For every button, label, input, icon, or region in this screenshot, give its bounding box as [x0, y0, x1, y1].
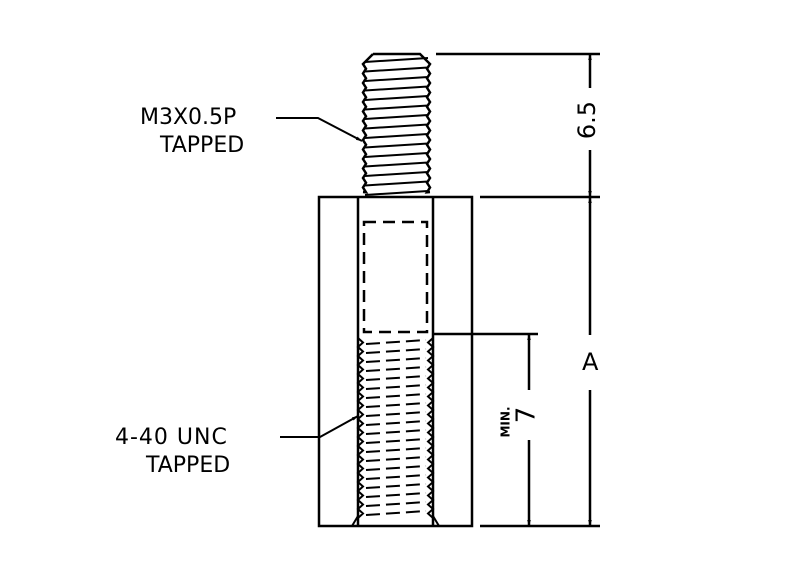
bore-chamfer-left [351, 515, 359, 527]
bore-thread-hidden-line [365, 339, 427, 345]
stud-thread-crest-line [364, 190, 429, 196]
stud-thread-crest-line [364, 57, 429, 63]
dim-6-5-text: 6.5 [573, 100, 602, 140]
bore-thread-hidden-line [365, 492, 427, 498]
dim-7-min-note: MIN. [498, 406, 513, 438]
bore-thread-label-line2: TAPPED [146, 453, 231, 478]
stud-thread-crest-line [364, 104, 429, 111]
stud-thread-crest-line [364, 66, 429, 73]
stud-thread-crest-line [364, 142, 429, 149]
bore-thread-hidden-line [365, 411, 427, 417]
stud-thread-right-profile [373, 52, 432, 194]
bore-thread-hidden-line [365, 510, 427, 516]
bore-thread [351, 337, 440, 527]
stud-thread-crest-line [364, 161, 429, 168]
stud-thread-crest-line [364, 76, 429, 82]
stud-thread-crest-line [364, 95, 429, 101]
stud-thread-crest-line [364, 171, 429, 177]
dim-a-text: A [582, 348, 599, 376]
bore-thread-hidden-line [365, 501, 427, 507]
stud-thread [361, 52, 432, 196]
bore-thread-hidden-line [365, 447, 427, 453]
stud-thread-label-line2: TAPPED [160, 133, 245, 158]
bore-thread-hidden-line [365, 483, 427, 489]
bore-thread-left-profile [356, 337, 365, 519]
stud-thread-crest-line [364, 152, 429, 158]
bore-thread-hidden-line [365, 357, 427, 363]
bore-thread-hidden-line [365, 366, 427, 372]
stud-thread-crest-line [364, 114, 429, 120]
leader-bore-thread [280, 415, 359, 438]
bore-thread-hidden-line [365, 393, 427, 399]
bore-chamfer-right [432, 515, 440, 527]
stud-thread-crest-line [364, 133, 429, 139]
stud-thread-label-line1: M3X0.5P [140, 105, 237, 130]
bore-thread-label-line1: 4-40 UNC [115, 425, 228, 450]
bore-thread-hidden-line [365, 384, 427, 390]
hidden-bore-outline [362, 220, 429, 334]
stud-thread-crest-line [364, 85, 429, 92]
bore-thread-hidden-line [365, 456, 427, 462]
bore-thread-hidden-line [365, 438, 427, 444]
bore-thread-hidden-line [365, 420, 427, 426]
bore-thread-right-profile [426, 337, 435, 519]
dim-7-text: 7 [511, 406, 542, 424]
standoff-body [317, 195, 474, 528]
bore-thread-hidden-line [365, 465, 427, 471]
stud-thread-crest-line [364, 180, 429, 187]
bore-thread-hidden-line [365, 348, 427, 354]
bore-thread-hidden-line [365, 375, 427, 381]
bore-thread-hidden-line [365, 474, 427, 480]
leader-stud-thread [276, 117, 363, 142]
bore-thread-hidden-line [365, 402, 427, 408]
stud-thread-left-profile [361, 53, 374, 194]
stud-thread-crest-line [364, 123, 429, 130]
bore-thread-hidden-line [365, 429, 427, 435]
